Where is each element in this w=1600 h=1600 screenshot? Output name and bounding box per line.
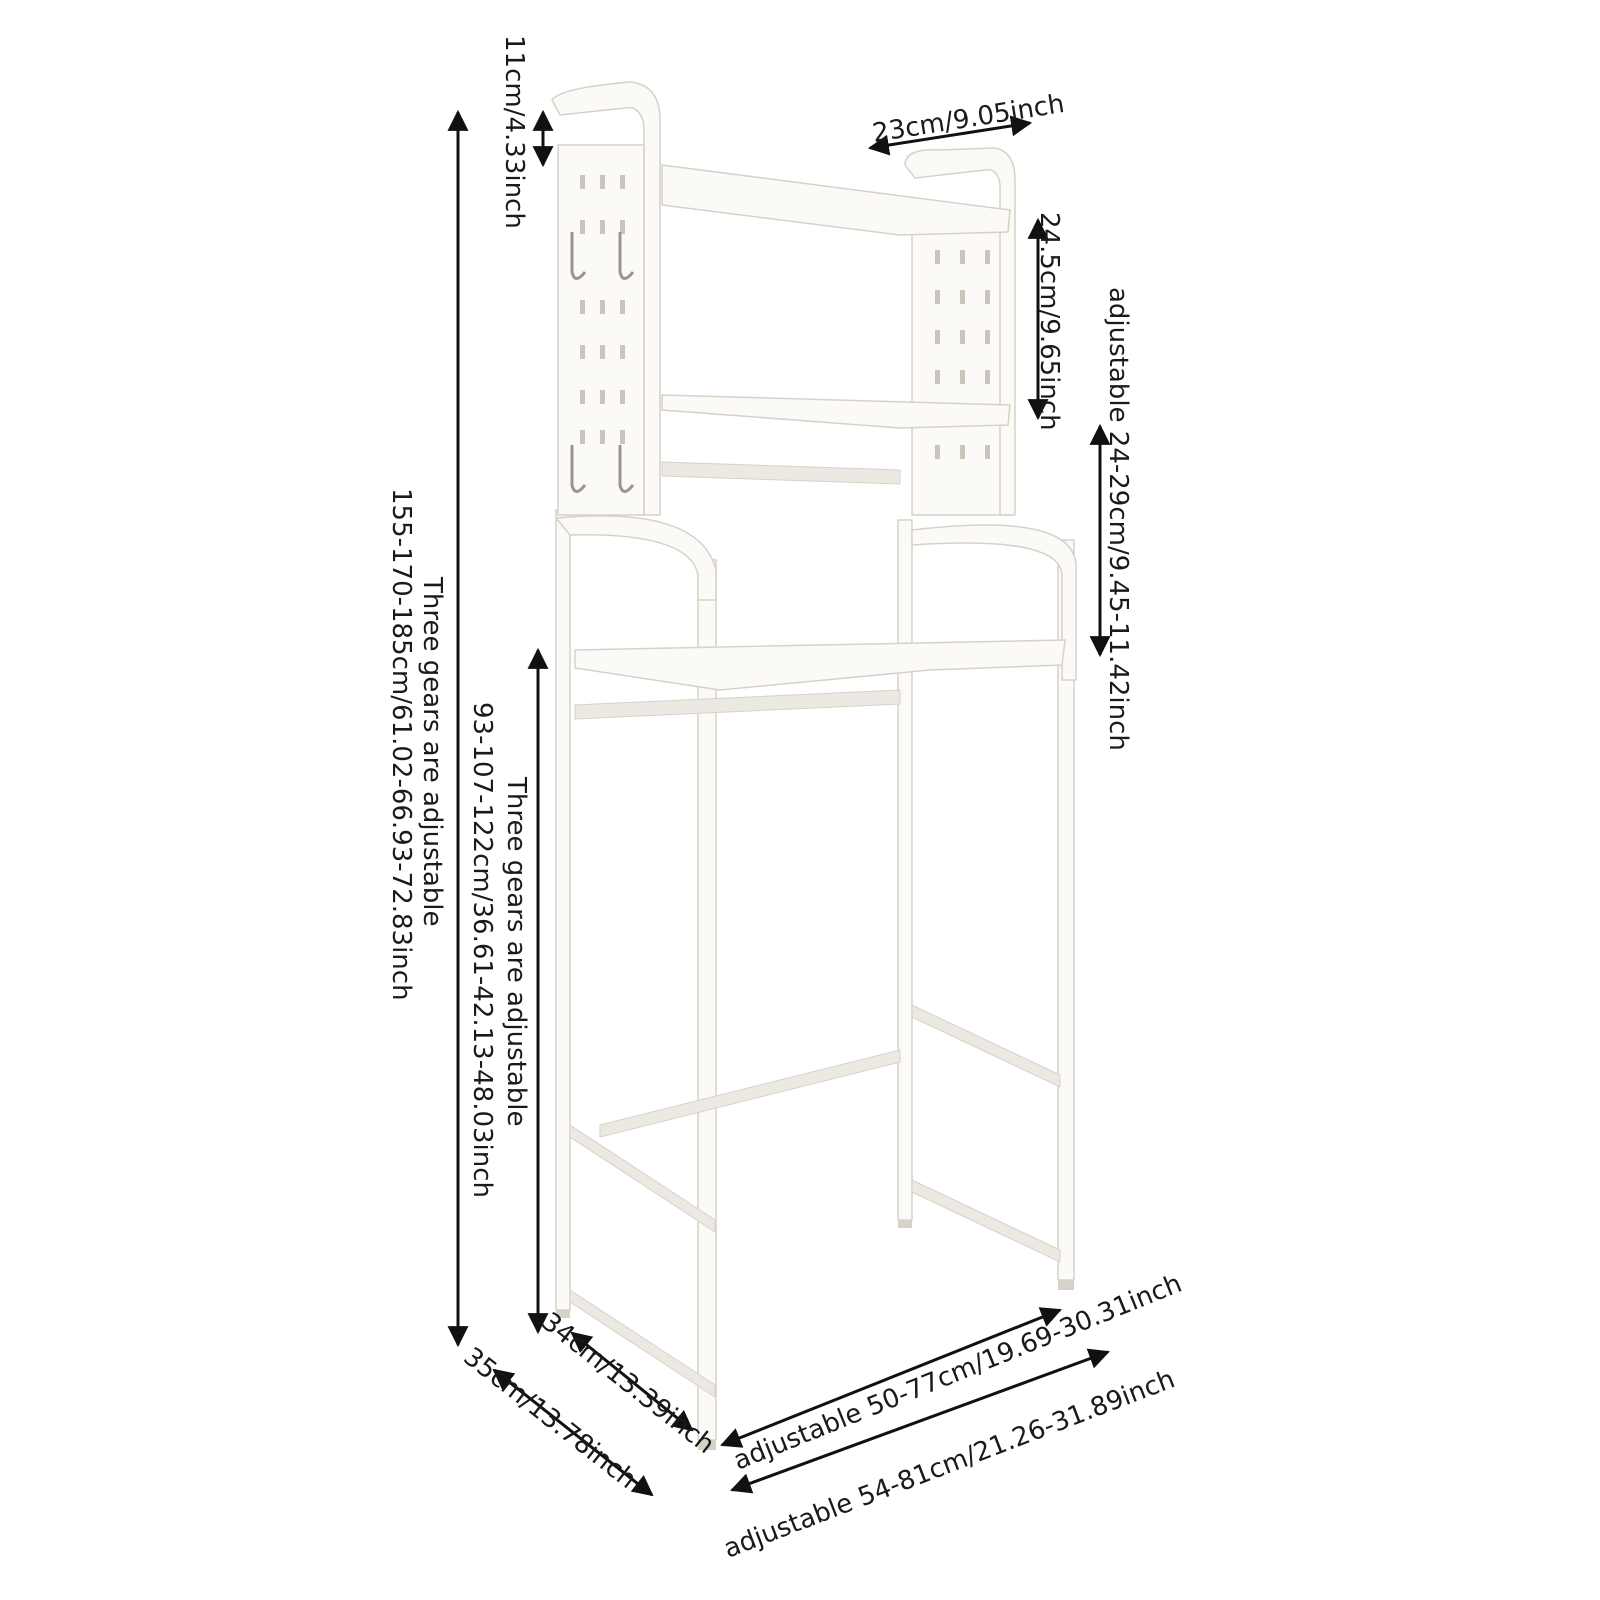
middle-gap-label: adjustable 24-29cm/9.45-11.42inch bbox=[1103, 287, 1133, 751]
bottom-height-label-line1: Three gears are adjustable bbox=[501, 776, 531, 1127]
outer-width-label: adjustable 54-81cm/21.26-31.89inch bbox=[720, 1364, 1179, 1564]
shelf-depth-arrow bbox=[867, 115, 1033, 156]
top-shelf bbox=[661, 164, 1011, 236]
foot bbox=[698, 1440, 716, 1450]
right-bottom-rail-lower bbox=[911, 1179, 1061, 1263]
middle-rail bbox=[661, 461, 901, 485]
middle-shelf bbox=[661, 394, 1011, 429]
outer-depth-arrow bbox=[492, 1368, 654, 1497]
upper-gap-label: 24.5cm/9.65inch bbox=[1034, 212, 1064, 431]
back-bottom-rail bbox=[599, 1049, 901, 1138]
outer-width-arrow bbox=[730, 1348, 1110, 1494]
main-shelf bbox=[574, 639, 1066, 691]
back-right-leg bbox=[897, 519, 913, 1221]
left-lower-arch bbox=[554, 515, 717, 601]
foot bbox=[898, 1220, 912, 1228]
total-height-label-line2: 155-170-185cm/61.02-66.93-72.83inch bbox=[386, 488, 416, 1001]
shelf-depth-label: 23cm/9.05inch bbox=[870, 89, 1066, 149]
total-height-label-line1: Three gears are adjustable bbox=[417, 576, 447, 927]
top-handle-label: 11cm/4.33inch bbox=[499, 35, 529, 229]
right-bottom-rail-upper bbox=[911, 1004, 1061, 1088]
main-shelf-rail bbox=[574, 689, 901, 720]
right-lower-arch bbox=[911, 524, 1077, 681]
front-left-leg bbox=[697, 559, 717, 1441]
hook-icon bbox=[570, 232, 635, 493]
left-bottom-rail-upper bbox=[569, 1124, 716, 1233]
back-left-leg bbox=[555, 509, 571, 1311]
right-pegboard-holes bbox=[935, 250, 990, 459]
rack-illustration bbox=[551, 81, 1077, 1450]
bottom-height-label-line2: 93-107-122cm/36.61-42.13-48.03inch bbox=[467, 702, 497, 1198]
left-top-handle bbox=[551, 81, 661, 516]
foot bbox=[556, 1310, 570, 1318]
foot bbox=[1058, 1280, 1074, 1290]
left-pegboard-holes bbox=[580, 175, 625, 444]
dimension-arrows bbox=[447, 109, 1111, 1497]
